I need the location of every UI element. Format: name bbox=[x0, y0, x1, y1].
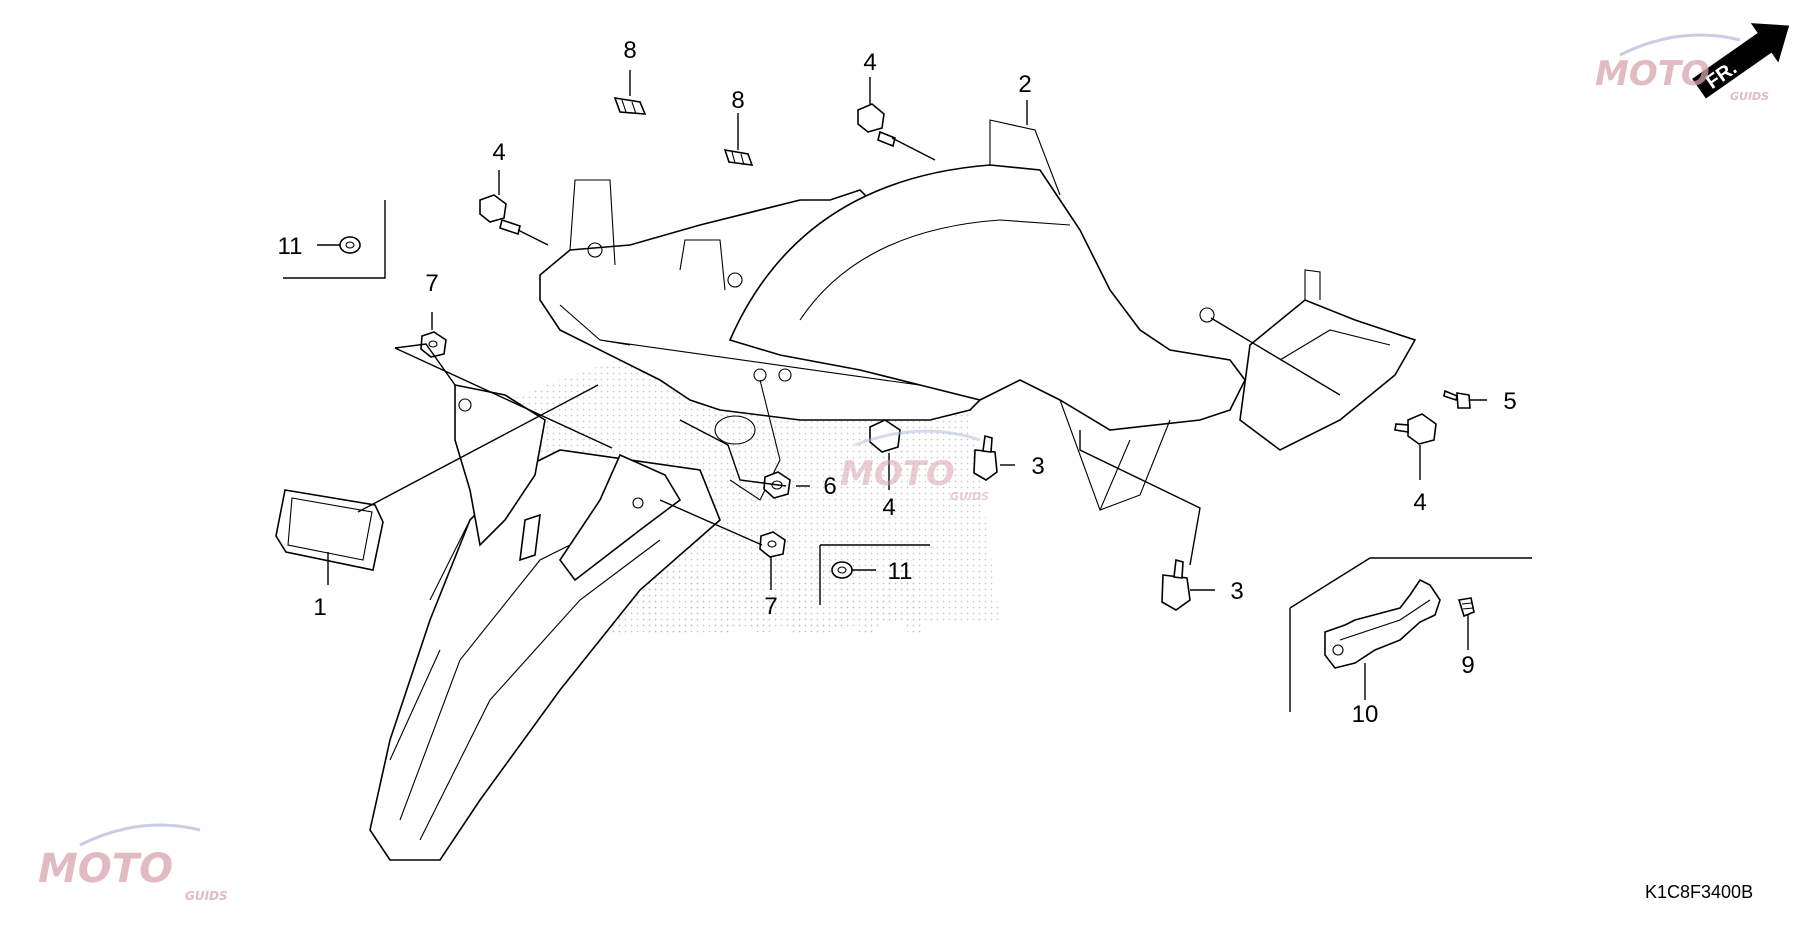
callout-11-left: 11 bbox=[278, 233, 303, 260]
callout-10: 10 bbox=[1352, 701, 1379, 728]
watermark-center-brand: MOTO bbox=[840, 454, 955, 494]
bolt-4-right-icon bbox=[1394, 413, 1437, 445]
watermark-bottom-brand: MOTO bbox=[38, 846, 173, 892]
nut-11-left-icon bbox=[339, 236, 361, 254]
inner-fender-cover bbox=[728, 119, 1417, 511]
callout-7-upper: 7 bbox=[425, 270, 438, 297]
watermark-bottom-sub: GUIDS bbox=[185, 889, 228, 903]
watermark-brand: MOTO bbox=[1595, 54, 1710, 94]
callout-4-top: 4 bbox=[863, 49, 876, 76]
callout-11-right: 11 bbox=[888, 558, 913, 585]
callout-4-right: 4 bbox=[1413, 489, 1426, 516]
callout-8-left: 8 bbox=[623, 37, 636, 64]
callout-5: 5 bbox=[1503, 388, 1516, 415]
callout-6: 6 bbox=[823, 473, 836, 500]
brand-watermark-bottom-left: MOTO GUIDS bbox=[38, 823, 228, 903]
grommet-3-right-icon bbox=[1161, 558, 1191, 611]
diagram-code: K1C8F3400B bbox=[1645, 882, 1753, 902]
callout-4-center: 4 bbox=[882, 494, 895, 521]
bolt-4-left-icon bbox=[479, 194, 521, 236]
callout-4-left: 4 bbox=[492, 139, 505, 166]
screw-5-icon bbox=[1443, 389, 1471, 409]
clip-8-right-icon bbox=[723, 148, 754, 166]
callouts: 1 2 3 3 4 4 4 4 5 6 7 7 8 8 9 10 11 11 bbox=[278, 37, 1517, 728]
leader-lines bbox=[283, 70, 1532, 712]
callout-7-lower: 7 bbox=[764, 593, 777, 620]
callout-3-right: 3 bbox=[1230, 578, 1243, 605]
clip-8-left-icon bbox=[613, 96, 647, 115]
clip-9-icon bbox=[1457, 597, 1475, 618]
nut-11-right-icon bbox=[831, 561, 853, 579]
harness-holder-10-icon bbox=[1324, 578, 1441, 669]
callout-3-center: 3 bbox=[1031, 453, 1044, 480]
brand-watermark-top-right: MOTO GUIDS bbox=[1595, 33, 1769, 103]
fasteners bbox=[339, 96, 1475, 669]
nut-7-upper-icon bbox=[420, 331, 447, 358]
nut-7-lower-icon bbox=[759, 531, 786, 558]
brand-watermark-center: MOTO GUIDS bbox=[840, 429, 989, 503]
reflector bbox=[275, 489, 384, 571]
callout-1: 1 bbox=[313, 594, 326, 621]
bolt-4-top-icon bbox=[857, 103, 896, 148]
grommet-3-center-icon bbox=[973, 434, 998, 481]
watermark-sub: GUIDS bbox=[1730, 90, 1769, 103]
callout-2: 2 bbox=[1018, 71, 1031, 98]
watermark-center-sub: GUIDS bbox=[950, 490, 989, 503]
callout-8-right: 8 bbox=[731, 87, 744, 114]
callout-9: 9 bbox=[1461, 652, 1474, 679]
